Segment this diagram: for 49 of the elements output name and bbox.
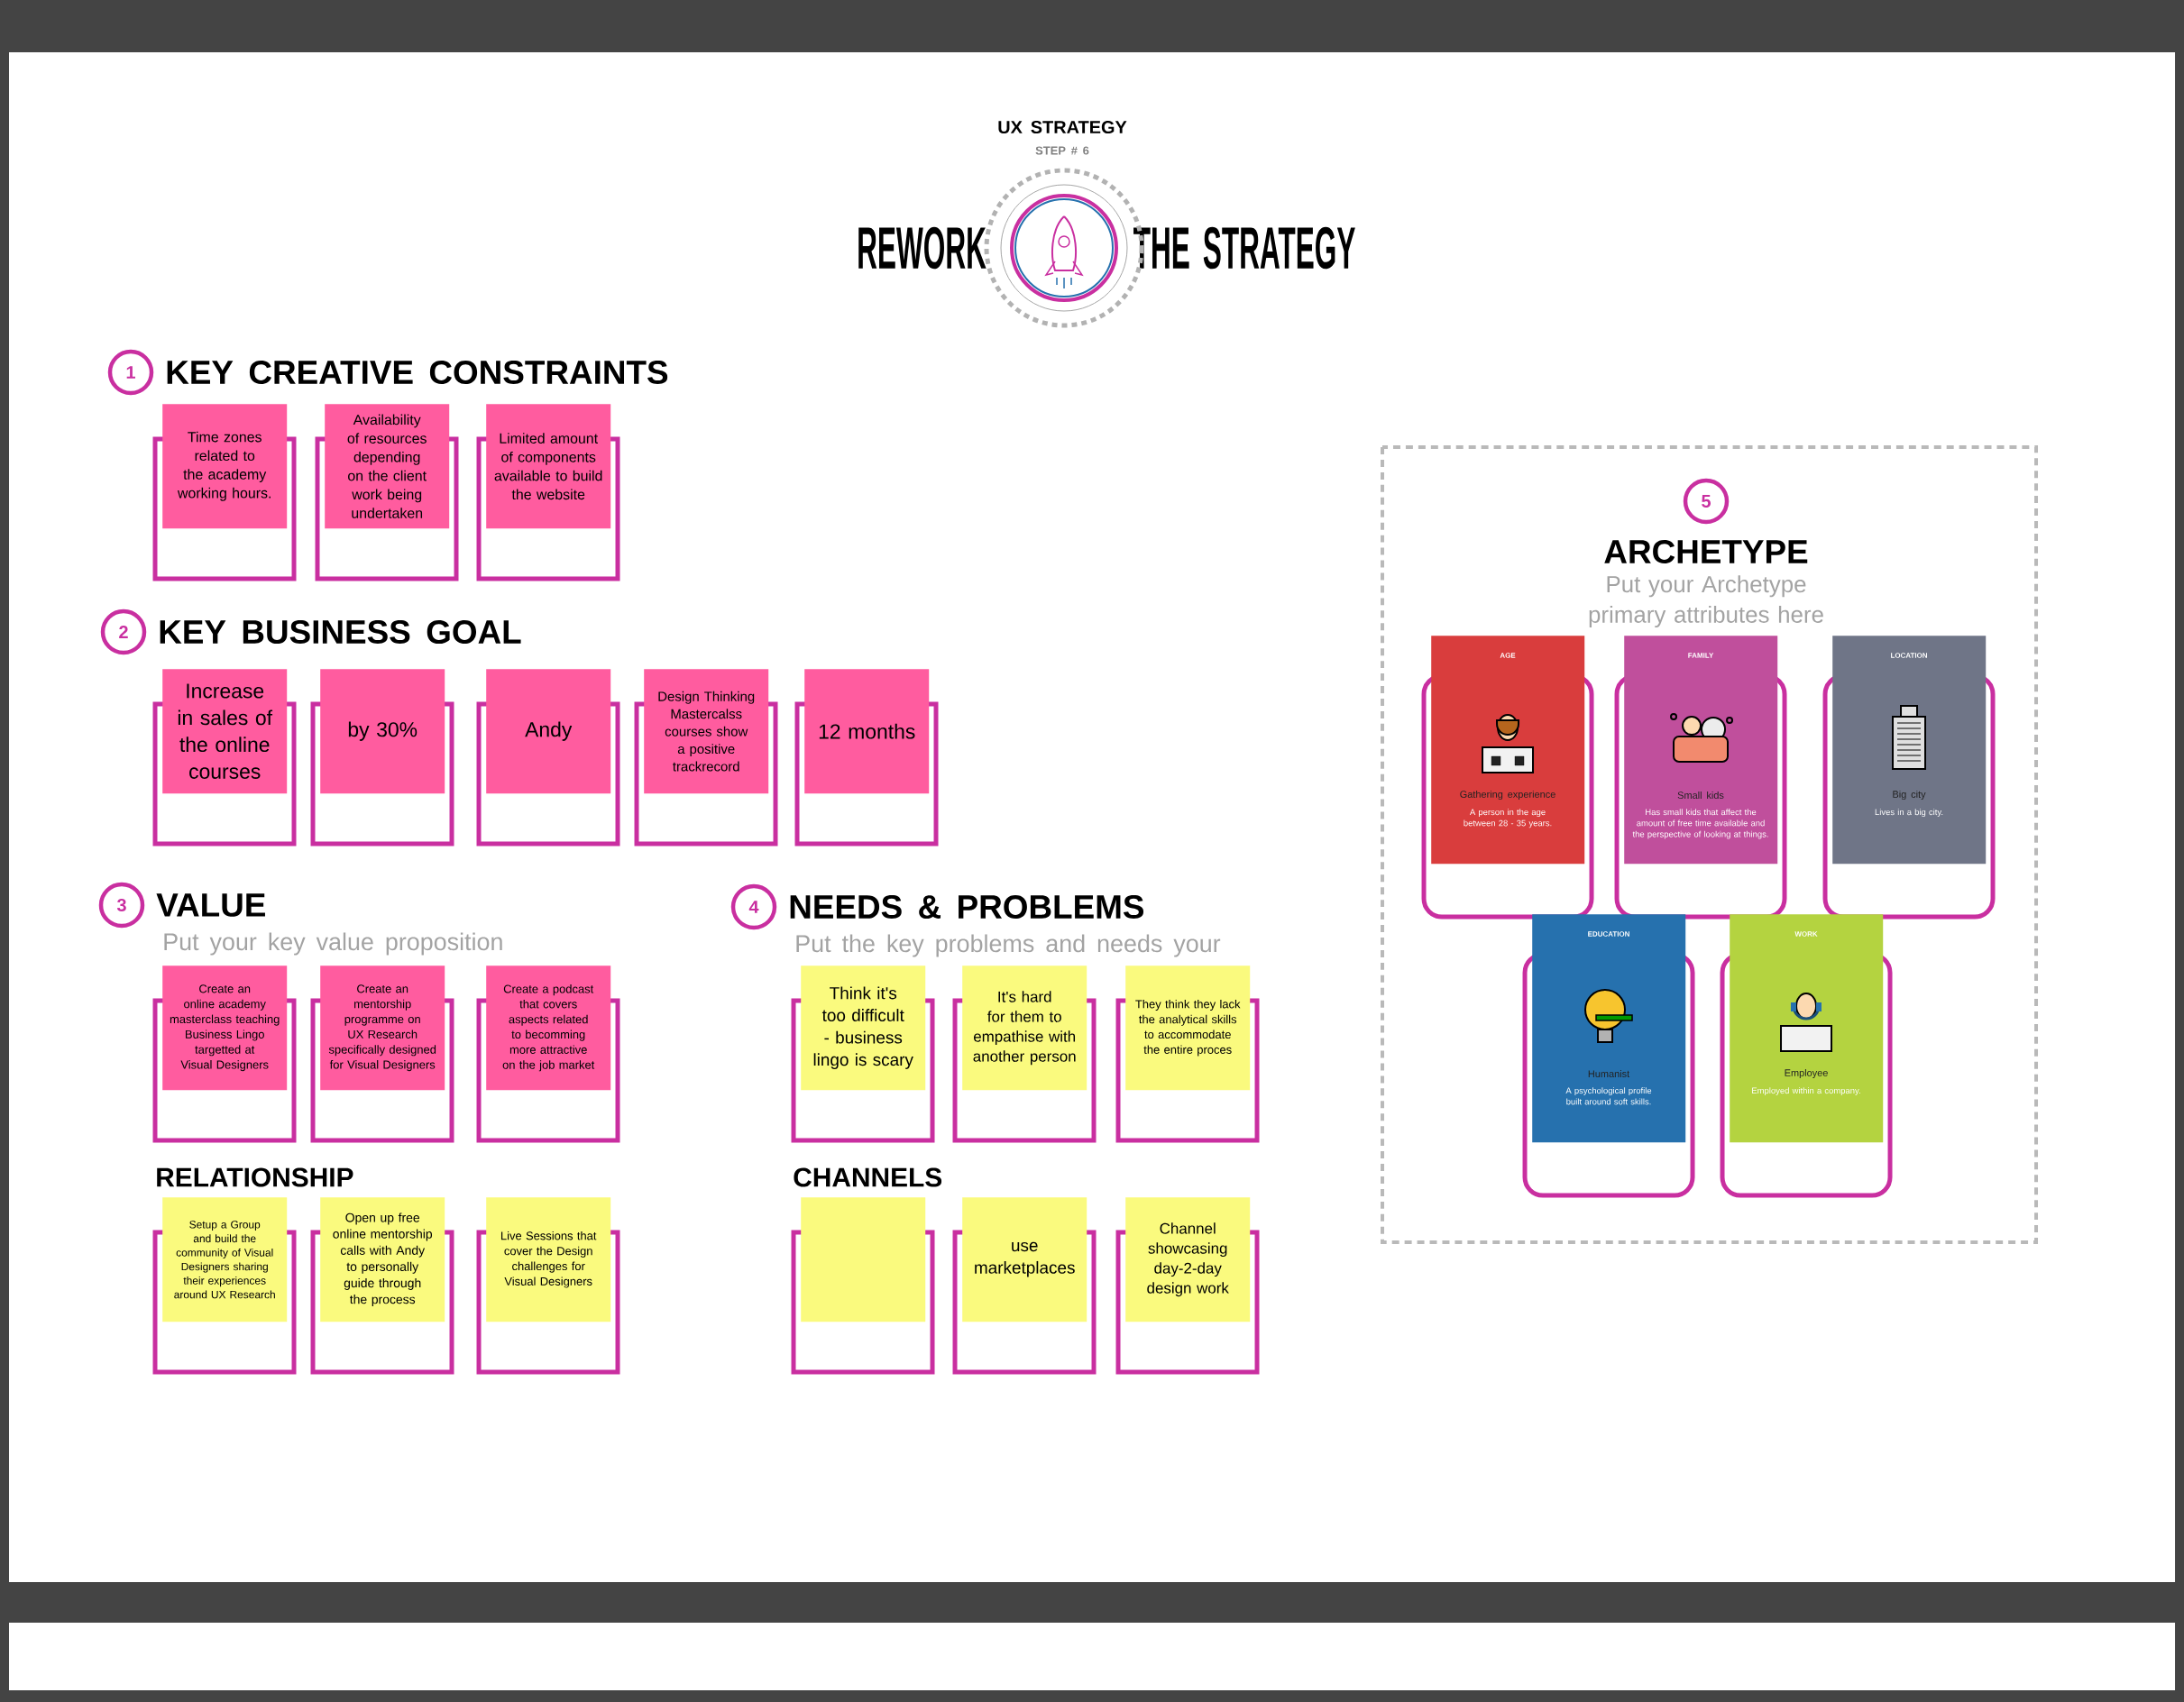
sticky-note: Increase in sales of the online courses (162, 669, 288, 794)
sticky-note: Channel showcasing day-2-day design work (1125, 1197, 1251, 1322)
sticky-note: Open up free online mentorship calls with Andy to personally guide through the process (320, 1197, 445, 1322)
panel-subtitle: Put your Archetype primary attributes here (1589, 575, 1823, 628)
sticky-note: use marketplaces (962, 1197, 1087, 1322)
archetype-panel (1381, 445, 2039, 1244)
sticky-note: Create a podcast that covers aspects related to becomming more attractive on the job market (486, 965, 611, 1091)
section-heading: RELATIONSHIP (157, 1167, 353, 1187)
sticky-note: by 30% (320, 669, 445, 794)
card-description: Lives in a big city. (1875, 809, 1943, 818)
persona-card (1624, 636, 1778, 865)
sticky-note: Live Sessions that cover the Design challenges for Visual Designers (486, 1197, 611, 1322)
sticky-note: 12 months (804, 669, 930, 794)
section-heading: VALUE (156, 893, 265, 917)
persona-card (1832, 636, 1987, 865)
card-description: Employed within a company. (1752, 1087, 1860, 1096)
card-description: A person in the age between 28 - 35 years. (1464, 809, 1552, 828)
card-title: Gathering experience (1460, 790, 1555, 801)
sticky-note: Availability of resources depending on the client work being undertaken (325, 404, 450, 529)
sticky-note: Think it's too difficult - business lingo is scary (801, 965, 926, 1091)
card-title: Employee (1785, 1068, 1828, 1079)
section-heading: CHANNELS (794, 1167, 942, 1187)
sticky-note: Create an online academy masterclass teaching Business Lingo targetted at Visual Designers (162, 965, 288, 1091)
section-heading: NEEDS & PROBLEMS (790, 894, 1144, 920)
card-description: A psychological profile built around soft skills. (1565, 1087, 1652, 1105)
sticky-note: They think they lack the analytical skills to accommodate the entire proces (1125, 965, 1251, 1091)
persona-card (1532, 914, 1686, 1143)
card-title: Big city (1893, 790, 1926, 801)
panel-heading: ARCHETYPE (1604, 539, 1808, 564)
sticky-note: Setup a Group and build the community of Visual Designers sharing their experiences around UX Research (162, 1197, 288, 1322)
sticky-note: Andy (486, 669, 611, 794)
card-description: Has small kids that affect the amount of free time available and the perspective of looking at things. (1632, 809, 1768, 839)
banner-text: REWORK (858, 226, 986, 270)
persona-card (1730, 914, 1884, 1143)
card-title: Humanist (1588, 1070, 1630, 1078)
card-title: Small kids (1677, 792, 1724, 800)
step-label: STEP # 6 (1035, 146, 1089, 155)
sticky-note: Limited amount of components available to build the website (486, 404, 611, 529)
sticky-note: It's hard for them to empathise with another person (962, 965, 1087, 1091)
sticky-note: Time zones related to the academy working hours. (162, 404, 288, 529)
sticky-note: Create an mentorship programme on UX Research specifically designed for Visual Designers (320, 965, 445, 1091)
section-subtitle: Put the key problems and needs your (796, 934, 1221, 957)
sticky-note (801, 1197, 926, 1322)
section-heading: KEY CREATIVE CONSTRAINTS (167, 360, 668, 385)
persona-card (1431, 636, 1585, 865)
section-subtitle: Put your key value proposition (164, 932, 502, 956)
page-title: UX STRATEGY (998, 120, 1127, 134)
section-heading: KEY BUSINESS GOAL (160, 619, 521, 645)
sticky-note: Design Thinking Mastercalss courses show a positive trackrecord (644, 669, 769, 794)
